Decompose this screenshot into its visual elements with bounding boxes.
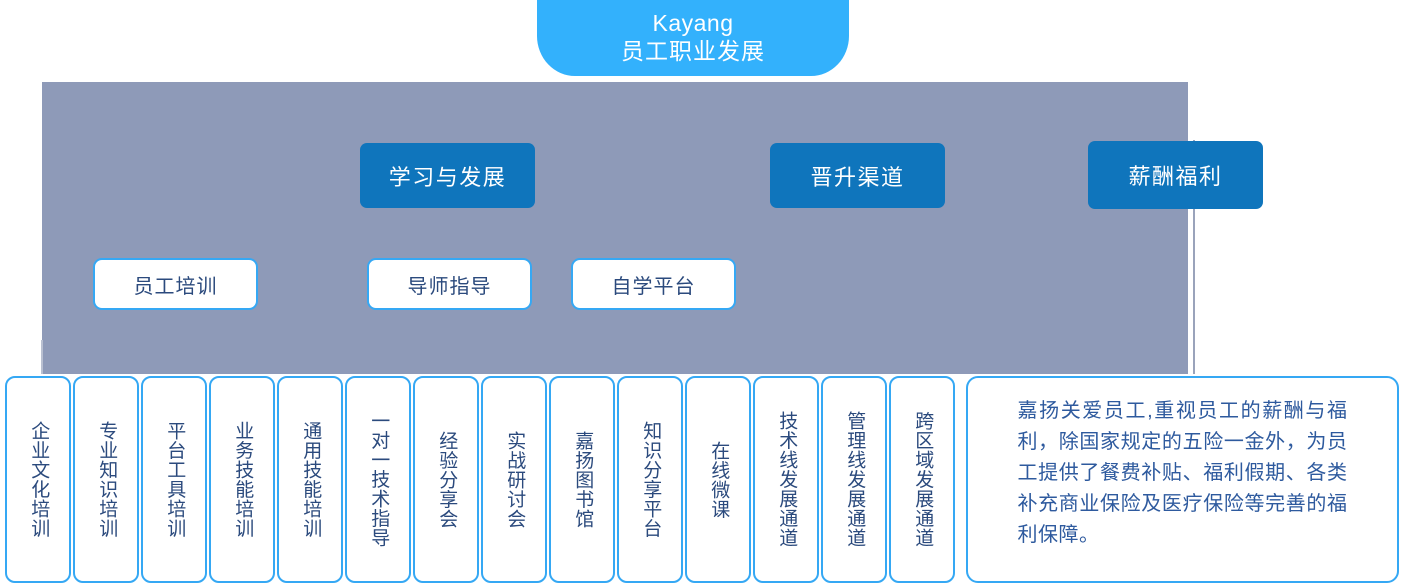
- subcategory-pill-employee-training-label: 员工培训: [133, 275, 218, 298]
- leaf-item[interactable]: 经验分享会: [413, 376, 479, 583]
- leaf-item[interactable]: 管理线发展通道: [821, 376, 887, 583]
- category-chip-promotion[interactable]: 晋升渠道: [770, 143, 945, 208]
- category-chip-compensation-label: 薪酬福利: [1128, 164, 1223, 189]
- leaf-item[interactable]: 嘉扬图书馆: [549, 376, 615, 583]
- subcategory-pill-self-study[interactable]: 自学平台: [571, 258, 736, 310]
- category-chip-learning[interactable]: 学习与发展: [360, 143, 535, 208]
- subcategory-pill-self-study-label: 自学平台: [611, 275, 696, 298]
- leaf-item[interactable]: 技术线发展通道: [753, 376, 819, 583]
- leaf-item[interactable]: 业务技能培训: [209, 376, 275, 583]
- leaf-item[interactable]: 通用技能培训: [277, 376, 343, 583]
- category-chip-learning-label: 学习与发展: [388, 164, 507, 190]
- leaf-item[interactable]: 在线微课: [685, 376, 751, 583]
- leaf-item[interactable]: 平台工具培训: [141, 376, 207, 583]
- leaf-item[interactable]: 企业文化培训: [5, 376, 71, 583]
- leaf-item[interactable]: 知识分享平台: [617, 376, 683, 583]
- subcategory-pill-mentoring[interactable]: 导师指导: [367, 258, 532, 310]
- connector-line-right: [1193, 140, 1195, 374]
- leaf-item[interactable]: 实战研讨会: [481, 376, 547, 583]
- leaf-item[interactable]: 专业知识培训: [73, 376, 139, 583]
- subcategory-pill-employee-training[interactable]: 员工培训: [93, 258, 258, 310]
- leaf-item[interactable]: 跨区域发展通道: [889, 376, 955, 583]
- category-chip-promotion-label: 晋升渠道: [810, 164, 905, 190]
- backdrop-panel: [42, 82, 1188, 374]
- compensation-note-card: 嘉扬关爱员工,重视员工的薪酬与福利，除国家规定的五险一金外，为员工提供了餐费补贴…: [966, 376, 1399, 583]
- title-banner: Kayang 员工职业发展: [537, 0, 849, 76]
- leaf-item[interactable]: 一对一技术指导: [345, 376, 411, 583]
- subcategory-pill-mentoring-label: 导师指导: [407, 275, 492, 298]
- title-banner-line1: Kayang: [652, 10, 734, 37]
- title-banner-line2: 员工职业发展: [621, 38, 765, 64]
- leaf-item-row: 企业文化培训 专业知识培训 平台工具培训 业务技能培训 通用技能培训 一对一技术…: [5, 376, 1399, 583]
- connector-line-left: [41, 340, 43, 374]
- category-chip-compensation[interactable]: 薪酬福利: [1088, 141, 1263, 209]
- compensation-note-text: 嘉扬关爱员工,重视员工的薪酬与福利，除国家规定的五险一金外，为员工提供了餐费补贴…: [1017, 400, 1348, 546]
